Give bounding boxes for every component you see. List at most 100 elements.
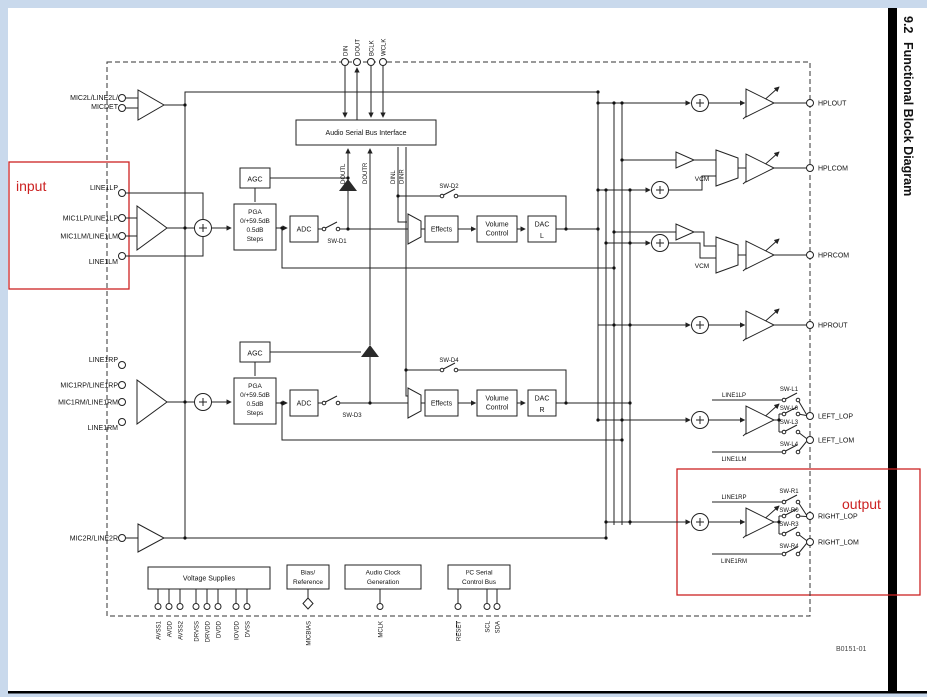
- svg-text:DRVDD: DRVDD: [206, 620, 212, 642]
- svg-text:LINE1LM: LINE1LM: [89, 259, 118, 266]
- svg-text:MIC1RM/LINE1RM: MIC1RM/LINE1RM: [58, 400, 118, 407]
- block-audio-clock: [344, 564, 422, 590]
- svg-text:Volume: Volume: [485, 222, 508, 229]
- pin-right-lom: [806, 538, 814, 546]
- svg-text:SW-D1: SW-D1: [327, 239, 347, 245]
- pin-avss1: [154, 603, 162, 610]
- bottom-pins: AVSS1 AVDD AVSS2 DRVSS DRVDD DVDD IOVDD …: [154, 597, 502, 646]
- hplcom-driver: [745, 153, 776, 183]
- pin-sda: [493, 603, 501, 610]
- svg-text:LINE1LP: LINE1LP: [90, 185, 118, 192]
- svg-text:Steps: Steps: [247, 236, 264, 243]
- block-dac-right: [527, 389, 557, 417]
- serial-fan-left: [339, 179, 357, 191]
- svg-text:PGA: PGA: [248, 383, 262, 390]
- svg-text:LINE1RM: LINE1RM: [88, 425, 119, 432]
- pin-mic2r: [118, 534, 126, 542]
- svg-text:LINE1LM: LINE1LM: [721, 457, 746, 463]
- svg-text:RIGHT_LOM: RIGHT_LOM: [818, 540, 859, 547]
- svg-text:Effects: Effects: [431, 227, 453, 234]
- svg-text:DIN: DIN: [344, 46, 350, 56]
- input-amp-left: [136, 205, 168, 251]
- function-blocks: Audio Serial Bus Interface AGC PGA 0/+59…: [147, 119, 557, 590]
- pin-drvdd: [203, 603, 211, 610]
- vcm-buffer-right: [675, 223, 696, 241]
- svg-text:SW-R4: SW-R4: [779, 544, 799, 550]
- svg-text:Effects: Effects: [431, 401, 453, 408]
- pin-reset: [454, 603, 462, 610]
- svg-text:Control Bus: Control Bus: [462, 579, 497, 586]
- svg-text:0.5dB: 0.5dB: [247, 227, 264, 234]
- svg-text:DRVSS: DRVSS: [195, 621, 201, 642]
- svg-text:SW-D2: SW-D2: [439, 184, 459, 190]
- svg-text:HPROUT: HPROUT: [818, 323, 848, 330]
- svg-text:Generation: Generation: [367, 579, 400, 586]
- pin-avdd: [165, 603, 173, 610]
- svg-text:DOUTR: DOUTR: [363, 162, 369, 184]
- pin-hplcom: [806, 164, 814, 172]
- block-pga-left: [233, 203, 277, 251]
- svg-text:0/+59.5dB: 0/+59.5dB: [240, 392, 270, 399]
- block-audio-serial-bus: [295, 119, 437, 146]
- block-bias-reference: [286, 564, 330, 590]
- svg-text:Audio Serial Bus Interface: Audio Serial Bus Interface: [326, 130, 407, 137]
- svg-text:Control: Control: [486, 405, 509, 412]
- pin-iovdd: [232, 603, 240, 610]
- svg-text:HPLCOM: HPLCOM: [818, 166, 848, 173]
- svg-text:ADC: ADC: [297, 401, 312, 408]
- svg-text:0.5dB: 0.5dB: [247, 401, 264, 408]
- figure-code: B0151-01: [836, 646, 866, 653]
- svg-text:SCL: SCL: [486, 620, 492, 632]
- block-voltage-supplies: [147, 566, 271, 590]
- lineout-labels: LINE1LP LINE1LM LINE1RP LINE1RM: [721, 393, 747, 565]
- hplout-driver: [745, 88, 776, 118]
- svg-text:LINE1RP: LINE1RP: [89, 357, 119, 364]
- chip-boundary: [106, 61, 811, 617]
- svg-text:MCLK: MCLK: [379, 621, 385, 638]
- svg-text:SW-L4: SW-L4: [780, 442, 799, 448]
- hplcom-mux: [715, 149, 739, 187]
- serial-signal-labels: DOUTL DOUTR DINL DINR: [341, 162, 406, 184]
- left-lineout-driver: [745, 405, 776, 435]
- svg-text:DVDD: DVDD: [217, 620, 223, 638]
- block-volume-right: [476, 389, 518, 417]
- pin-mic1lp: [118, 214, 126, 222]
- svg-text:PGA: PGA: [248, 209, 262, 216]
- svg-text:RIGHT_LOP: RIGHT_LOP: [818, 514, 858, 521]
- pin-hplout: [806, 99, 814, 107]
- svg-text:MIC2R/LINE2R: MIC2R/LINE2R: [70, 536, 118, 543]
- pin-line1lm: [118, 252, 126, 260]
- pin-mic1rm: [118, 398, 126, 406]
- pin-mclk: [376, 603, 384, 610]
- svg-text:MICBIAS: MICBIAS: [307, 621, 313, 646]
- svg-text:SW-L3: SW-L3: [780, 420, 799, 426]
- block-dac-left: [527, 215, 557, 243]
- input-amp-right: [136, 379, 168, 425]
- hprout-driver: [745, 310, 776, 340]
- pin-line1lp: [118, 189, 126, 197]
- svg-text:WCLK: WCLK: [382, 39, 388, 56]
- top-pins: DIN DOUT BCLK WCLK: [341, 39, 388, 66]
- pin-scl: [483, 603, 491, 610]
- right-pins: HPLOUT HPLCOM HPRCOM HPROUT LEFT_LOP LEF…: [806, 99, 859, 547]
- svg-text:SW-R3: SW-R3: [779, 522, 799, 528]
- pin-line1rm: [118, 418, 126, 426]
- svg-text:SW-D4: SW-D4: [439, 358, 459, 364]
- pin-mic1lm: [118, 232, 126, 240]
- svg-text:HPRCOM: HPRCOM: [818, 253, 849, 260]
- svg-text:MIC2L/LINE2L/: MIC2L/LINE2L/: [70, 95, 118, 102]
- svg-text:SDA: SDA: [496, 621, 502, 633]
- svg-text:Volume: Volume: [485, 396, 508, 403]
- svg-text:MIC1LM/LINE1LM: MIC1LM/LINE1LM: [60, 234, 118, 241]
- svg-text:BCLK: BCLK: [370, 40, 376, 56]
- svg-text:Reference: Reference: [293, 579, 323, 586]
- signal-wires: [125, 91, 807, 603]
- dac-right-input-mux: [407, 387, 422, 419]
- section-edge-bar: [888, 8, 897, 691]
- pin-mic1rp: [118, 381, 126, 389]
- block-agc-left: [239, 167, 271, 189]
- svg-text:Audio Clock: Audio Clock: [366, 570, 401, 577]
- svg-text:DINR: DINR: [400, 169, 406, 184]
- serial-fan-right: [361, 345, 379, 357]
- svg-text:R: R: [539, 407, 544, 414]
